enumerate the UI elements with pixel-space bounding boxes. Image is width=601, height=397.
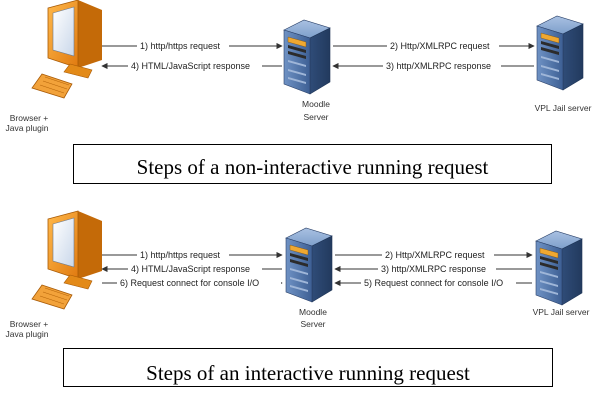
- jail-server-icon: [536, 15, 584, 91]
- arrow2-2-label: 2) Http/XMLRPC request: [385, 250, 485, 260]
- browser-label-line1-2: Browser +: [10, 319, 49, 329]
- moodle-label-line2: Server: [303, 112, 328, 122]
- browser-computer-icon-2: [31, 210, 103, 310]
- arrow-1-label: 1) http/https request: [140, 41, 221, 51]
- browser-label-line1: Browser +: [10, 113, 49, 123]
- browser-label-line2: Java plugin: [5, 123, 48, 133]
- diagram-non-interactive: Browser + Java plugin Moodle Server VPL …: [5, 0, 592, 133]
- arrow2-3-label: 3) http/XMLRPC response: [381, 264, 486, 274]
- moodle-label-line1-2: Moodle: [299, 307, 327, 317]
- jail-server-icon-2: [535, 230, 583, 306]
- browser-label-line2-2: Java plugin: [5, 329, 48, 339]
- jail-label-2: VPL Jail server: [533, 307, 590, 317]
- jail-label: VPL Jail server: [535, 103, 592, 113]
- browser-computer-icon: [31, 0, 103, 99]
- arrow2-1-label: 1) http/https request: [140, 250, 221, 260]
- arrow2-4-label: 4) HTML/JavaScript response: [131, 264, 250, 274]
- arrow-3-label: 3) http/XMLRPC response: [386, 61, 491, 71]
- arrow2-5-label: 5) Request connect for console I/O: [364, 278, 503, 288]
- arrow2-6-label: 6) Request connect for console I/O: [120, 278, 259, 288]
- moodle-label-line2-2: Server: [300, 319, 325, 329]
- moodle-server-icon: [283, 19, 331, 95]
- arrow-2-label: 2) Http/XMLRPC request: [390, 41, 490, 51]
- architecture-diagrams: Browser + Java plugin Moodle Server VPL …: [5, 0, 592, 339]
- caption-non-interactive: Steps of a non-interactive running reque…: [73, 144, 552, 184]
- arrow-4-label: 4) HTML/JavaScript response: [131, 61, 250, 71]
- moodle-label-line1: Moodle: [302, 99, 330, 109]
- caption-interactive: Steps of an interactive running request: [63, 348, 553, 387]
- diagram-interactive: Browser + Java plugin Moodle Server VPL …: [5, 210, 590, 339]
- moodle-server-icon-2: [285, 227, 333, 303]
